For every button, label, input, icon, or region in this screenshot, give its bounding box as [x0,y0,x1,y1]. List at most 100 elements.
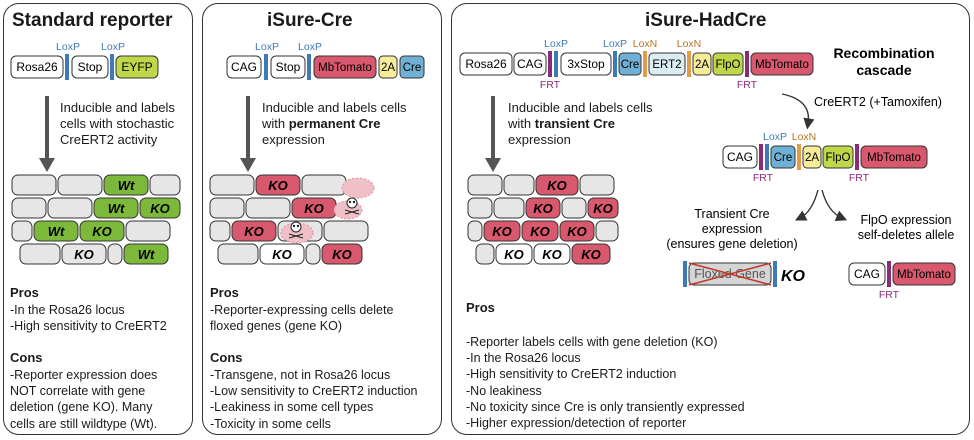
pros-heading: Pros [466,300,495,315]
gene-label: EYFP [121,60,152,74]
loxp-site [264,54,268,80]
loxp-site [613,51,617,77]
down-arrow-head [240,158,256,172]
loxp-label: LoxP [101,41,125,53]
loxp-label: LoxP [603,38,627,50]
branch-arrow-left [794,189,819,221]
panel-title: Standard reporter [12,10,173,31]
gene-label: MbTomato [867,152,921,164]
gene-label: 2A [695,59,709,71]
cell-label: Wt [118,178,135,193]
construct-intermediate: CAG Cre 2A FlpO MbTomato LoxP LoxN FRT F… [722,131,928,184]
construct-final: CAG MbTomato FRT [848,261,956,301]
cascade-title: cascade [856,62,911,78]
gene-label: 2A [805,152,819,164]
cascade-title: Recombination [833,45,934,61]
cell-label: KO [567,224,587,239]
gene-label: Stop [276,60,301,74]
frt-label: FRT [540,79,561,91]
frt-site [855,144,859,170]
branch-left-text: (ensures gene deletion) [666,237,797,251]
cell-label: KO [244,224,264,239]
panel-description: Inducible and labels cells with permanen… [262,100,407,147]
cell-label: KO [542,247,562,262]
gene-label: MbTomato [755,59,809,71]
cell-label: KO [304,201,324,216]
cell-label: KO [547,178,567,193]
gene-label: CAG [231,60,257,74]
loxp-site [773,261,777,287]
loxn-site [643,51,647,77]
cell-label: KO [581,247,601,262]
loxp-label: LoxP [544,38,568,50]
gene-label: CAG [727,150,753,164]
cell-label: KO [533,201,553,216]
loxp-label: LoxP [763,131,787,143]
down-arrow-head [485,158,501,172]
frt-site [745,51,749,77]
cell-label: KO [504,247,524,262]
gene-label: Stop [78,60,103,74]
cell-label: KO [492,224,512,239]
gene-label: FlpO [826,152,851,164]
cell-cluster-standard: Wt Wt KO Wt KO KO Wt [11,174,181,265]
cell-label: KO [150,201,170,216]
pros-list: -In the Rosa26 locus -High sensitivity t… [10,303,167,334]
loxp-label: LoxP [56,41,80,53]
skull-icon [288,221,304,239]
loxp-label: LoxP [255,41,279,53]
frt-label: FRT [737,79,758,91]
cell-label: Wt [138,247,155,262]
loxn-label: LoxN [677,38,702,50]
cell-label: KO [272,247,292,262]
construct-isure-cre: CAG Stop MbTomato 2A Cre LoxP LoxP [226,41,425,80]
construct-standard-reporter: Rosa26 Stop EYFP LoxP LoxP [10,41,159,80]
branch-arrow-right [821,189,848,221]
pros-heading: Pros [10,285,39,300]
cons-heading: Cons [10,350,43,365]
loxp-site [307,54,311,80]
loxp-label: LoxP [298,41,322,53]
loxp-site [554,51,558,77]
gene-label: Rosa26 [16,60,58,74]
gene-label: 3xStop [567,57,605,71]
cell-label: Wt [48,224,65,239]
loxn-site [797,144,801,170]
cell-label: Wt [108,201,125,216]
panel-description: Inducible and labels cells with stochast… [60,100,175,147]
branch-right-text: self-deletes allele [858,228,955,242]
gene-label: ERT2 [652,59,681,71]
frt-site [887,261,891,287]
loxp-site [65,54,69,80]
cell-label: KO [74,247,94,262]
branch-left-text: expression [702,222,762,236]
cell-label: KO [268,178,288,193]
skull-icon [344,197,360,215]
cons-list: -Transgene, not in Rosa26 locus -Low sen… [210,368,418,431]
pros-heading: Pros [210,285,239,300]
gene-box-stop [71,55,109,79]
ko-label: KO [781,268,806,285]
cell-label: KO [530,224,550,239]
frt-site [548,51,552,77]
loxp-site [765,144,769,170]
floxed-gene: Floxed Gene KO [683,261,806,287]
gene-label: FlpO [716,59,741,71]
pros-list: -Reporter labels cells with gene deletio… [466,335,745,431]
pros-list: -Reporter-expressing cells delete floxed… [210,303,394,334]
gene-label: Cre [403,62,422,74]
branch-right-text: FlpO expression [860,213,951,227]
curved-arrow [781,93,815,130]
gene-box-eyfp [115,55,159,79]
gene-label: MbTomato [897,269,951,281]
gene-label: MbTomato [318,62,372,74]
gene-label: Rosa26 [465,57,507,71]
cell-label: KO [92,224,112,239]
gene-label: 2A [381,62,395,74]
panel-description: Inducible and labels cells with transien… [508,100,653,147]
cell-cluster-isure-cre: KO KO KO KO KO [209,174,375,265]
gene-label: Cre [621,59,640,71]
gene-label: CAG [517,57,543,71]
branch-left-text: Transient Cre [694,207,769,221]
